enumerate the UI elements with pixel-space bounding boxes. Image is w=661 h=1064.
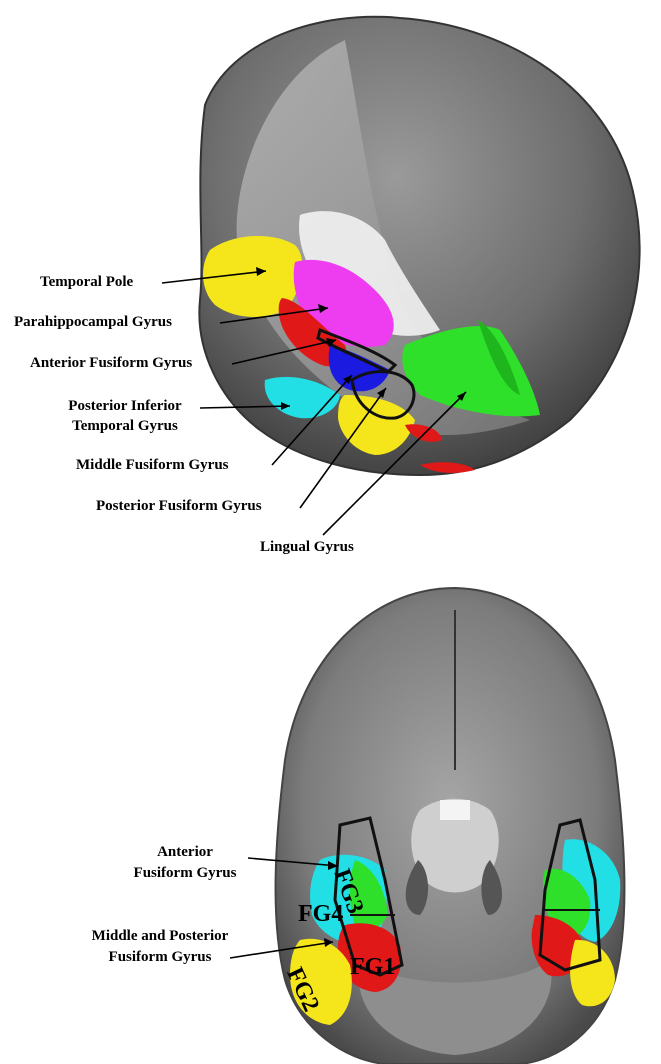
label-posterior-fusiform-gyrus: Posterior Fusiform Gyrus: [96, 497, 262, 516]
brain-axial-slice: [0, 570, 661, 1064]
label-parahippocampal-gyrus: Parahippocampal Gyrus: [14, 313, 172, 332]
brain-axial-panel: Anterior Fusiform Gyrus Middle and Poste…: [0, 570, 661, 1064]
label-fg4: FG4: [298, 902, 343, 926]
label-temporal-pole: Temporal Pole: [40, 273, 133, 292]
label-temporal-gyrus: Temporal Gyrus: [50, 417, 200, 436]
label-anterior-fusiform-gyrus: Anterior Fusiform Gyrus: [30, 354, 192, 373]
label-middle-and-posterior: Middle and Posterior: [70, 927, 250, 946]
label-lingual-gyrus: Lingual Gyrus: [260, 538, 354, 557]
label-posterior-inferior: Posterior Inferior: [50, 397, 200, 416]
bright-spot: [440, 800, 470, 820]
label-anterior: Anterior: [110, 843, 260, 862]
label-anterior-fusiform-gyrus-bottom: Fusiform Gyrus: [110, 864, 260, 883]
label-fusiform-gyrus-bottom: Fusiform Gyrus: [70, 948, 250, 967]
label-middle-fusiform-gyrus: Middle Fusiform Gyrus: [76, 456, 229, 475]
brain-3d-panel: Temporal Pole Parahippocampal Gyrus Ante…: [0, 0, 661, 570]
label-fg1: FG1: [350, 955, 395, 979]
